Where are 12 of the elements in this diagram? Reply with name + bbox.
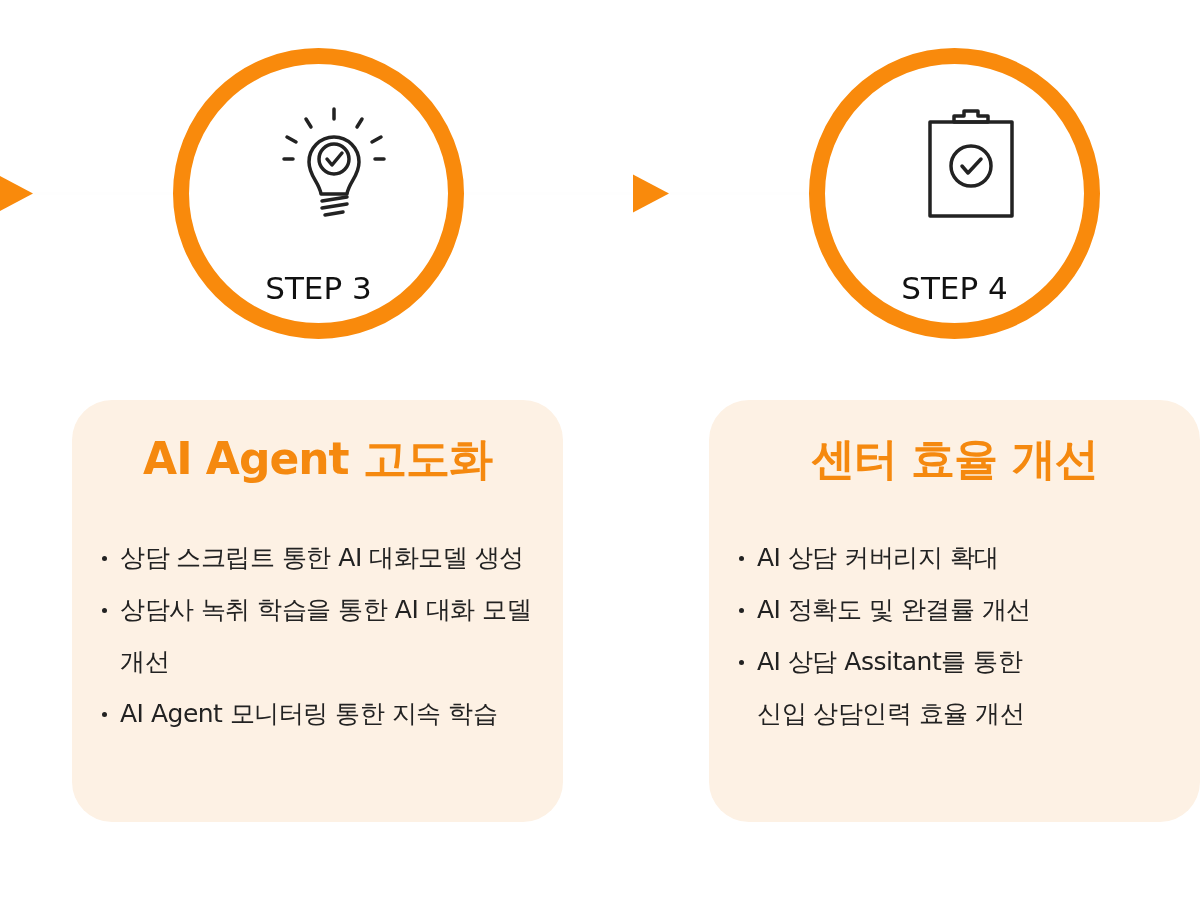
- card-title: 센터 효율 개선: [811, 432, 1098, 486]
- bullet-item: AI 상담 커버리지 확대: [737, 532, 1037, 584]
- bullet-item: AI 정확도 및 완결률 개선: [737, 584, 1037, 636]
- card-title: AI Agent 고도화: [143, 432, 492, 486]
- step-card: [709, 400, 1200, 822]
- bullet-item: 상담사 녹취 학습을 통한 AI 대화 모델 개선: [100, 584, 540, 688]
- step-label: STEP 4: [901, 270, 1008, 306]
- bullet-item: AI Agent 모니터링 통한 지속 학습: [100, 688, 540, 740]
- step-card: [72, 400, 563, 822]
- step-label: STEP 3: [265, 270, 372, 306]
- bullet-item: 상담 스크립트 통한 AI 대화모델 생성: [100, 532, 540, 584]
- bullet-item: AI 상담 Assitant를 통한 신입 상담인력 효율 개선: [737, 636, 1037, 740]
